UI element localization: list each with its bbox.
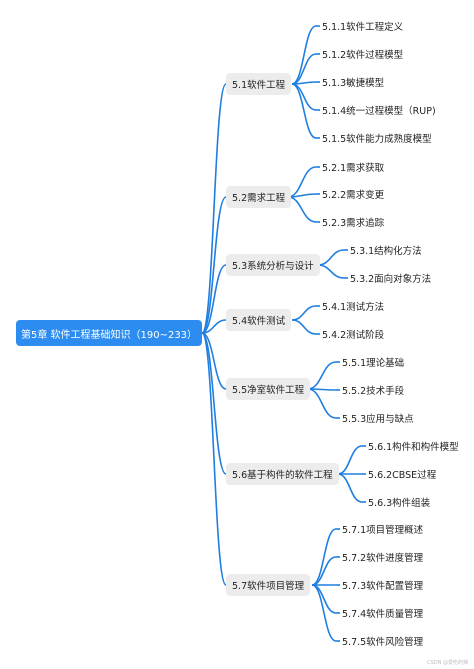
branch-leaf-connector bbox=[291, 53, 317, 85]
leaf-topic[interactable]: 5.7.1项目管理概述 bbox=[342, 525, 424, 536]
leaf-topic[interactable]: 5.3.1结构化方法 bbox=[350, 246, 422, 257]
branch-leaf-connector bbox=[311, 556, 337, 586]
branch-topic[interactable]: 5.1软件工程 bbox=[226, 73, 292, 95]
root-branch-connector bbox=[201, 332, 227, 475]
branch-leaf-connector bbox=[291, 83, 317, 111]
root-topic[interactable]: 第5章 软件工程基础知识（190~233） bbox=[16, 320, 202, 346]
branch-leaf-connector bbox=[291, 305, 317, 321]
leaf-topic[interactable]: 5.3.2面向对象方法 bbox=[350, 274, 432, 285]
leaf-topic[interactable]: 5.5.2技术手段 bbox=[342, 386, 405, 397]
leaf-topic[interactable]: 5.7.2软件进度管理 bbox=[342, 553, 424, 564]
leaf-topic[interactable]: 5.1.4统一过程模型（RUP) bbox=[322, 106, 436, 117]
watermark: CSDN @爱吃的辣 bbox=[427, 660, 468, 666]
root-branch-connector bbox=[201, 83, 227, 334]
branch-leaf-connector bbox=[317, 264, 345, 279]
leaf-topic[interactable]: 5.5.3应用与缺点 bbox=[342, 414, 414, 425]
branch-leaf-connector bbox=[291, 319, 317, 335]
branch-topic[interactable]: 5.3系统分析与设计 bbox=[226, 254, 320, 276]
leaf-topic[interactable]: 5.6.2CBSE过程 bbox=[368, 470, 437, 481]
branch-leaf-connector bbox=[307, 361, 337, 390]
leaf-topic[interactable]: 5.2.3需求追踪 bbox=[322, 218, 385, 229]
root-branch-connector bbox=[201, 319, 227, 334]
branch-leaf-connector bbox=[291, 83, 317, 139]
leaf-topic[interactable]: 5.1.1软件工程定义 bbox=[322, 22, 404, 33]
leaf-topic[interactable]: 5.1.5软件能力成熟度模型 bbox=[322, 134, 432, 145]
root-branch-connector bbox=[201, 332, 227, 390]
leaf-topic[interactable]: 5.2.1需求获取 bbox=[322, 163, 385, 174]
branch-leaf-connector bbox=[307, 388, 337, 419]
branch-topic[interactable]: 5.7软件项目管理 bbox=[226, 574, 311, 596]
leaf-topic[interactable]: 5.5.1理论基础 bbox=[342, 358, 405, 369]
branch-leaf-connector bbox=[317, 249, 345, 266]
leaf-topic[interactable]: 5.4.2测试阶段 bbox=[322, 330, 385, 341]
root-branch-connector bbox=[201, 264, 227, 334]
leaf-topic[interactable]: 5.1.2软件过程模型 bbox=[322, 50, 404, 61]
leaf-topic[interactable]: 5.7.3软件配置管理 bbox=[342, 581, 424, 592]
branch-topic[interactable]: 5.6基于构件的软件工程 bbox=[226, 463, 339, 485]
leaf-topic[interactable]: 5.6.1构件和构件模型 bbox=[368, 442, 459, 453]
leaf-topic[interactable]: 5.1.3敏捷模型 bbox=[322, 78, 385, 89]
leaf-topic[interactable]: 5.7.5软件风险管理 bbox=[342, 637, 424, 648]
leaf-topic[interactable]: 5.2.2需求变更 bbox=[322, 190, 385, 201]
branch-leaf-connector bbox=[337, 473, 363, 503]
branch-topic[interactable]: 5.4软件测试 bbox=[226, 309, 292, 331]
leaf-topic[interactable]: 5.4.1测试方法 bbox=[322, 302, 385, 313]
branch-leaf-connector bbox=[311, 528, 337, 586]
branch-leaf-connector bbox=[337, 445, 363, 475]
root-branch-connector bbox=[201, 196, 227, 334]
branch-leaf-connector bbox=[287, 196, 317, 223]
leaf-topic[interactable]: 5.6.3构件组装 bbox=[368, 498, 431, 509]
branch-topic[interactable]: 5.2需求工程 bbox=[226, 186, 292, 208]
root-branch-connector bbox=[201, 332, 227, 586]
leaf-topic[interactable]: 5.7.4软件质量管理 bbox=[342, 609, 424, 620]
branch-topic[interactable]: 5.5净室软件工程 bbox=[226, 378, 311, 400]
branch-leaf-connector bbox=[287, 166, 317, 198]
branch-leaf-connector bbox=[311, 584, 337, 642]
branch-leaf-connector bbox=[311, 584, 337, 614]
